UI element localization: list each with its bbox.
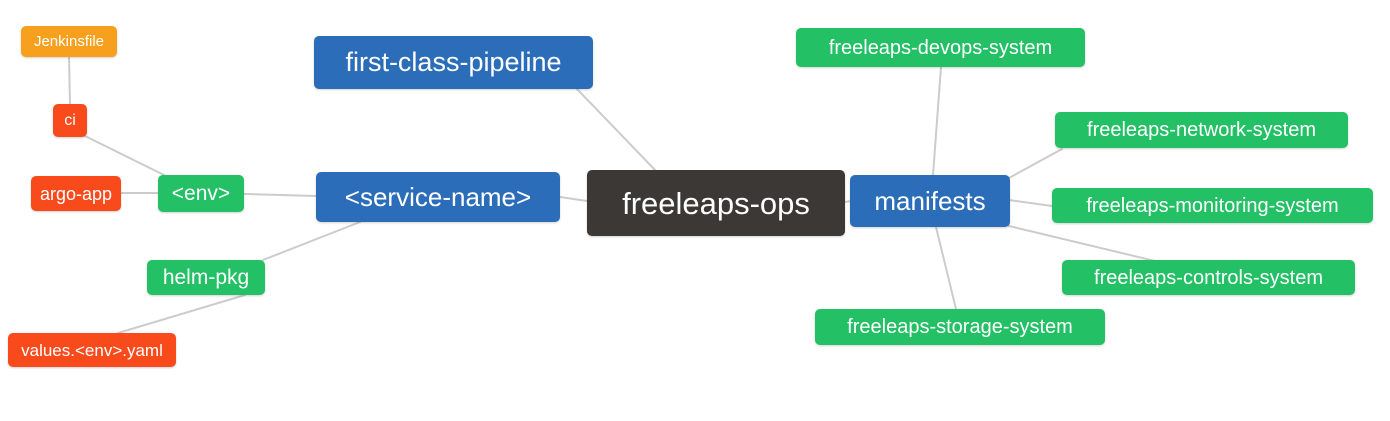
node-freeleaps-devops-system[interactable]: freeleaps-devops-system [796, 28, 1085, 67]
node-env[interactable]: <env> [158, 175, 244, 212]
node-freeleaps-network-system[interactable]: freeleaps-network-system [1055, 112, 1348, 148]
edge-manifests-freeleaps-storage-system [935, 226, 957, 310]
node-service-name[interactable]: <service-name> [316, 172, 560, 222]
node-ci[interactable]: ci [53, 104, 87, 137]
node-argo-app[interactable]: argo-app [31, 176, 121, 211]
node-values-env-yaml[interactable]: values.<env>.yaml [8, 333, 176, 367]
node-freeleaps-storage-system[interactable]: freeleaps-storage-system [815, 309, 1105, 345]
node-freeleaps-controls-system[interactable]: freeleaps-controls-system [1062, 260, 1355, 295]
node-manifests[interactable]: manifests [850, 175, 1010, 227]
edge-helm-pkg-values-env-yaml [117, 294, 246, 334]
edge-service-name-freeleaps-ops [559, 196, 588, 202]
edge-service-name-helm-pkg [262, 221, 361, 261]
edge-manifests-freeleaps-network-system [1008, 148, 1063, 179]
edge-manifests-freeleaps-monitoring-system [1008, 199, 1053, 207]
edge-manifests-freeleaps-devops-system [932, 66, 942, 176]
node-helm-pkg[interactable]: helm-pkg [147, 260, 265, 295]
node-first-class-pipeline[interactable]: first-class-pipeline [314, 36, 593, 89]
edge-jenkinsfile-ci [68, 56, 71, 105]
node-freeleaps-ops[interactable]: freeleaps-ops [587, 170, 845, 236]
edge-env-service-name [243, 193, 317, 197]
edge-first-class-pipeline-freeleaps-ops [576, 88, 657, 172]
node-freeleaps-monitoring-system[interactable]: freeleaps-monitoring-system [1052, 188, 1373, 223]
node-jenkinsfile[interactable]: Jenkinsfile [21, 26, 117, 57]
edge-ci-env [84, 135, 165, 176]
edge-manifests-freeleaps-controls-system [1008, 225, 1156, 262]
